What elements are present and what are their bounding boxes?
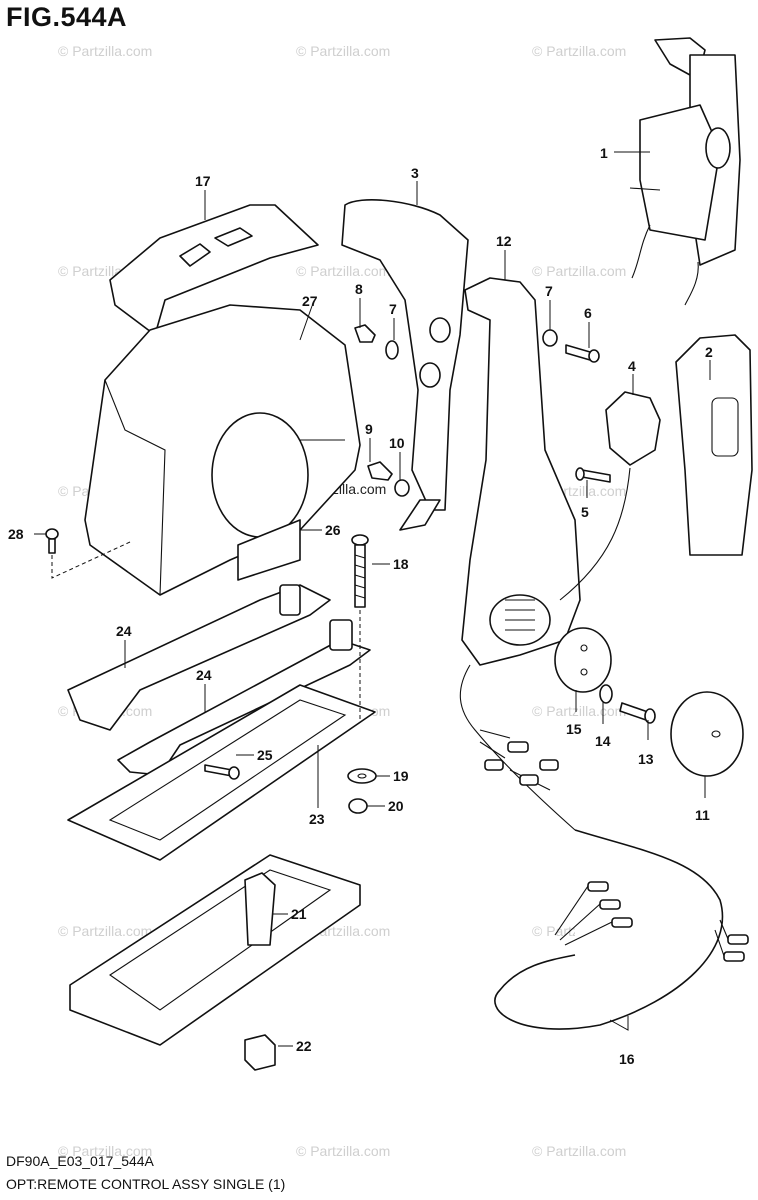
watermark: © Partzilla.com [58,923,152,939]
part-3-lever-arm [341,199,469,531]
callout-7-right: 7 [545,283,553,299]
part-27-main-case [84,304,361,596]
diagram-description: OPT:REMOTE CONTROL ASSY SINGLE (1) [6,1176,286,1192]
part-22-clip [244,1034,276,1071]
callout-22: 22 [296,1038,312,1054]
part-20-nut [348,798,368,814]
part-24-bracket-upper [67,584,331,731]
part-11-cap [670,691,744,777]
watermark: © Partzilla.com [532,703,626,719]
callout-24-upper: 24 [116,623,132,639]
callout-8: 8 [355,281,363,297]
callout-13: 13 [638,751,654,767]
callout-27: 27 [302,293,318,309]
part-28-screw [45,528,131,579]
watermark: © Partzilla.com [532,1143,626,1159]
callout-1: 1 [600,145,608,161]
watermark: © Partzilla.com [58,43,152,59]
callout-20: 20 [388,798,404,814]
callout-3: 3 [411,165,419,181]
watermark: © Partzilla.com [532,263,626,279]
callout-18: 18 [393,556,409,572]
part-8-bolt [354,324,376,343]
part-1-remote-control-assy [629,37,741,306]
part-4-switch [559,391,661,601]
part-13-screw [619,702,656,724]
watermark: © Partzilla.com [296,1143,390,1159]
part-2-handle-grip [675,334,753,556]
callout-16: 16 [619,1051,635,1067]
part-25-screw [204,764,240,780]
part-24-bracket-lower [117,619,371,776]
part-7-washer-right [542,329,558,347]
part-15-plate [554,627,612,693]
part-26-plate [237,519,301,581]
callout-21: 21 [291,906,307,922]
watermark: © Partzilla.com [58,1143,152,1159]
part-12-bracket-housing [461,277,581,666]
callout-12: 12 [496,233,512,249]
watermark: © Partzilla.com [296,263,390,279]
part-18-bolt [351,534,369,720]
callout-4: 4 [628,358,636,374]
part-7-washer-left [385,340,399,360]
callout-19: 19 [393,768,409,784]
callout-28: 28 [8,526,24,542]
callout-26: 26 [325,522,341,538]
watermark: © Partzilla.com [296,43,390,59]
leader-lines [34,151,711,1047]
callout-5: 5 [581,504,589,520]
callout-15: 15 [566,721,582,737]
part-17-top-cover [109,204,319,336]
callout-10: 10 [389,435,405,451]
diagram-code: DF90A_E03_017_544A [6,1153,154,1169]
part-19-washer [347,768,377,784]
watermark: © Partzilla.com [532,43,626,59]
callout-14: 14 [595,733,611,749]
callout-24-lower: 24 [196,667,212,683]
part-14-washer [599,684,613,704]
callout-6: 6 [584,305,592,321]
callout-2: 2 [705,344,713,360]
part-5-screw [575,467,611,483]
callout-7-left: 7 [389,301,397,317]
callout-25: 25 [257,747,273,763]
callout-23: 23 [309,811,325,827]
part-9-bolt [367,461,393,481]
part-10-washer [394,479,410,497]
part-21-base-housing [69,854,361,1046]
part-6-screw [565,344,600,363]
callout-17: 17 [195,173,211,189]
callout-9: 9 [365,421,373,437]
callout-labels: 1 2 3 4 5 6 7 7 8 9 10 11 12 13 14 15 16… [8,145,713,1067]
callout-11: 11 [695,807,710,823]
figure-title: FIG.544A [6,2,128,32]
part-16-wiring-harness [459,664,749,1030]
